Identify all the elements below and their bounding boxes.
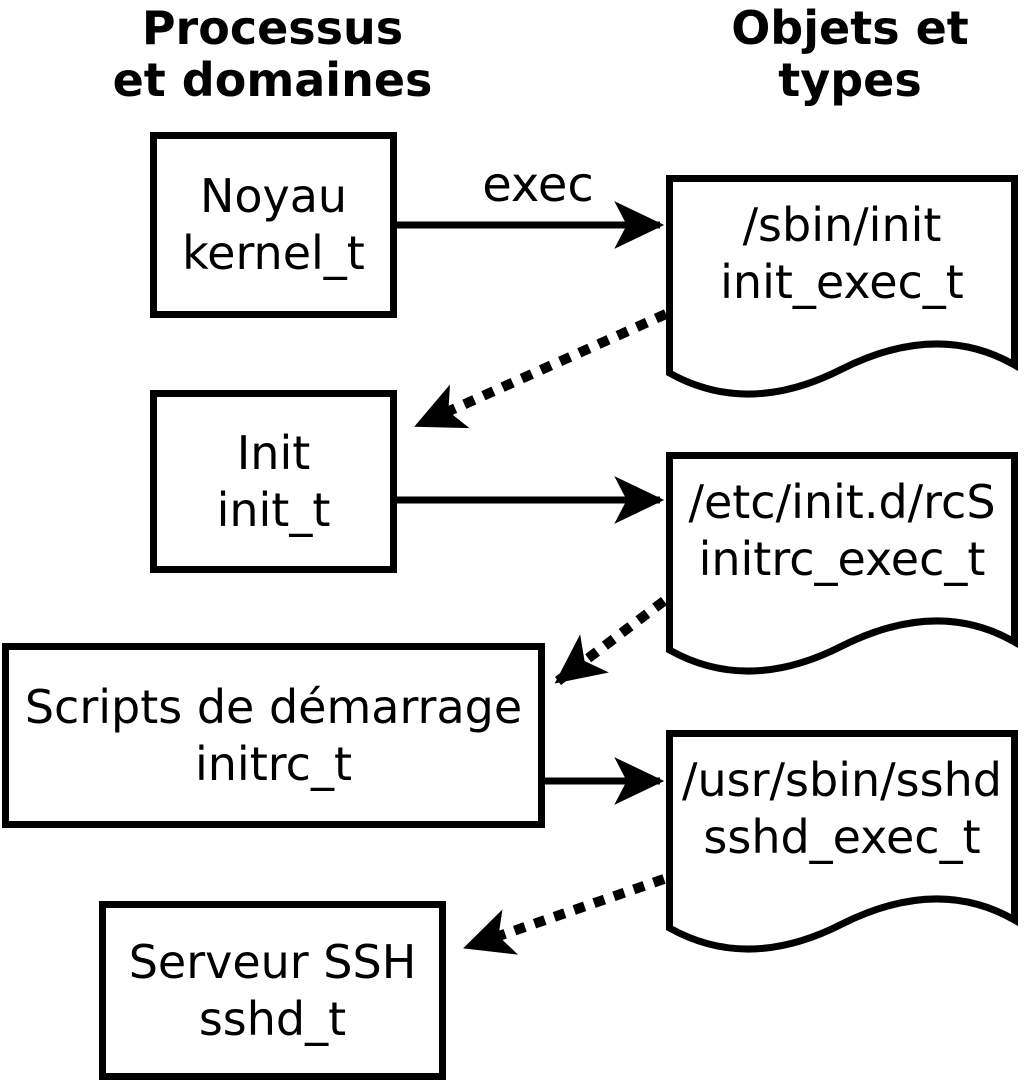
process-type: kernel_t: [182, 226, 365, 280]
document-path: /etc/init.d/rcS: [688, 475, 996, 529]
process-label: Scripts de démarrage: [24, 679, 523, 734]
process-label: Serveur SSH: [128, 934, 417, 989]
column-title-processes: Processus et domaines: [112, 1, 433, 107]
document-type: initrc_exec_t: [698, 532, 986, 586]
process-box-sshd: Serveur SSH sshd_t: [99, 901, 446, 1080]
document-type: sshd_exec_t: [703, 810, 981, 864]
document-initrc-exec: /etc/init.d/rcS initrc_exec_t: [666, 452, 1018, 682]
process-box-init: Init init_t: [150, 390, 397, 573]
process-label: Noyau: [199, 169, 348, 223]
process-type: initrc_t: [195, 736, 352, 791]
process-box-initrc: Scripts de démarrage initrc_t: [2, 643, 545, 828]
document-shape-icon: [666, 452, 1018, 675]
document-path: /usr/sbin/sshd: [682, 753, 1002, 807]
document-type: init_exec_t: [720, 255, 964, 309]
document-sshd-exec: /usr/sbin/sshd sshd_exec_t: [666, 730, 1018, 960]
process-label: Init: [236, 425, 311, 480]
column-title-objects: Objets et types: [731, 1, 969, 107]
process-box-kernel: Noyau kernel_t: [150, 132, 397, 318]
transition-arrow-sshd-exec-to-sshd: [463, 874, 666, 955]
document-init-exec: /sbin/init init_exec_t: [666, 175, 1018, 405]
exec-arrow-label: exec: [482, 157, 594, 213]
document-shape-icon: [666, 730, 1018, 953]
document-shape-icon: [666, 175, 1018, 398]
document-path: /sbin/init: [742, 198, 942, 252]
transition-arrow-initrc-exec-to-initrc: [554, 597, 668, 685]
process-type: sshd_t: [198, 991, 347, 1046]
transition-arrow-init-exec-to-init: [414, 309, 669, 430]
process-type: init_t: [216, 482, 331, 537]
